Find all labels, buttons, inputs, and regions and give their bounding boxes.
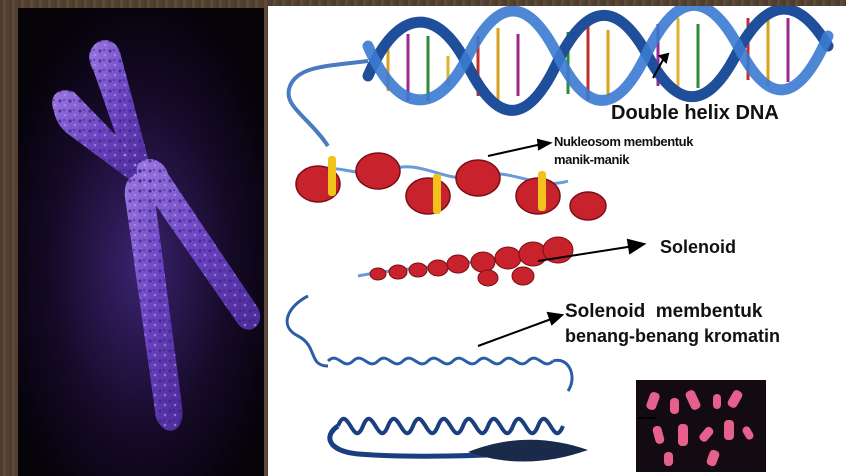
chromatin-label-line1: Solenoid membentuk [565, 301, 762, 323]
dna-packaging-diagram: Double helix DNA Nukleosom membentuk man… [268, 6, 846, 476]
nucleosome-label-line1: Nukleosom membentuk [554, 134, 693, 149]
solenoid-label: Solenoid [660, 237, 736, 258]
condensed-chromosome [468, 440, 588, 462]
nucleosome-label-line2: manik-manik [554, 152, 629, 167]
chromatin-coil [287, 296, 572, 456]
chromosome-micrograph [18, 8, 264, 476]
double-helix-dna [289, 6, 828, 146]
double-helix-label: Double helix DNA [611, 102, 779, 125]
karyotype-inset [636, 380, 766, 472]
chromatin-label-line2: benang-benang kromatin [565, 326, 780, 347]
